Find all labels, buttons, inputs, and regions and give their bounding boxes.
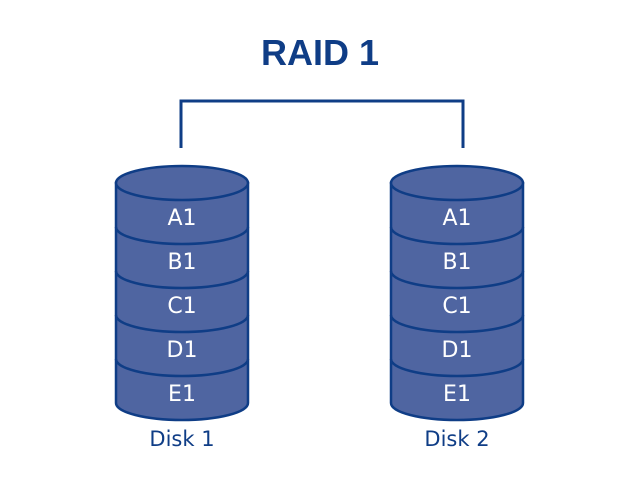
- data-block-e1: E1: [443, 382, 471, 407]
- segment-divider: [114, 358, 250, 378]
- segment-divider: [389, 270, 525, 290]
- data-block-a1: A1: [442, 206, 471, 231]
- segment-divider: [114, 270, 250, 290]
- data-block-c1: C1: [167, 294, 196, 319]
- data-block-a1: A1: [167, 206, 196, 231]
- data-block-c1: C1: [442, 294, 471, 319]
- segment-divider: [389, 314, 525, 334]
- disk-label: Disk 2: [424, 427, 489, 451]
- data-block-d1: D1: [167, 338, 198, 363]
- data-block-b1: B1: [167, 250, 196, 275]
- disk-label: Disk 1: [149, 427, 214, 451]
- disk-top: [389, 164, 525, 202]
- mirror-connector: [179, 99, 465, 148]
- segment-divider: [114, 314, 250, 334]
- data-block-d1: D1: [442, 338, 473, 363]
- data-block-e1: E1: [168, 382, 196, 407]
- data-block-b1: B1: [442, 250, 471, 275]
- segment-divider: [389, 226, 525, 246]
- segment-divider: [114, 226, 250, 246]
- segment-divider: [389, 358, 525, 378]
- disk-top: [114, 164, 250, 202]
- diagram-title: RAID 1: [261, 32, 379, 73]
